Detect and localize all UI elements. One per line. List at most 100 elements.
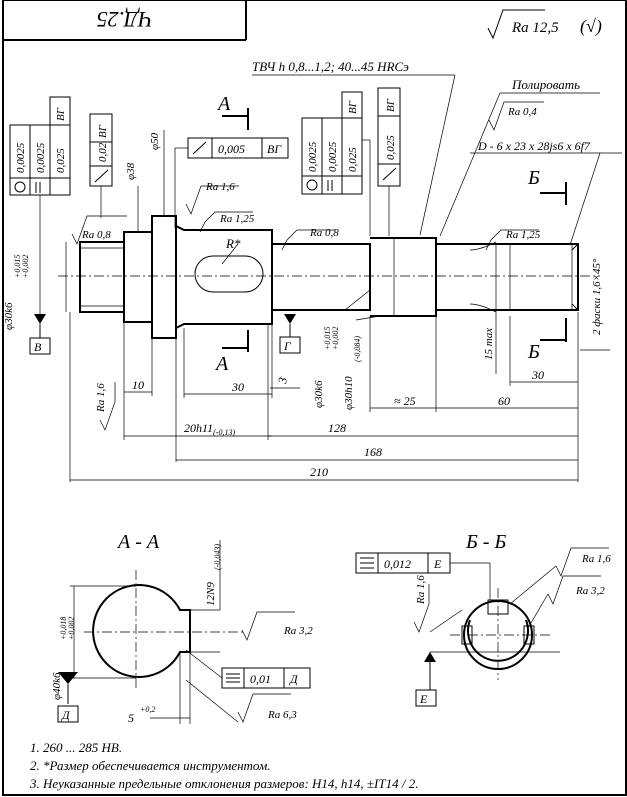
section-mark-b-top: Б: [527, 167, 567, 205]
svg-text:0,02: 0,02: [97, 142, 109, 162]
svg-text:0,005: 0,005: [218, 142, 245, 156]
svg-text:ВГ: ВГ: [55, 107, 67, 121]
datum-g: Г: [279, 314, 301, 354]
svg-text:3: 3: [275, 376, 290, 385]
polish-label: Полировать: [511, 77, 580, 92]
tolerance-frame-mid: 0,0025 0,0025 0,025 ВГ: [301, 91, 371, 236]
section-bb-title: Б - Б: [465, 531, 506, 553]
svg-text:30: 30: [531, 368, 544, 382]
svg-text:Д: Д: [289, 672, 299, 686]
tolerance-frame-d38: 0,02 ВГ: [89, 113, 113, 218]
svg-text:10: 10: [132, 378, 144, 392]
svg-text:Г: Г: [283, 339, 292, 353]
svg-text:Е: Е: [419, 692, 428, 706]
hardening-note: ТВЧ h 0,8...1,2; 40...45 HRCэ: [252, 59, 409, 74]
svg-text:12N9: 12N9: [205, 582, 217, 606]
svg-text:Д: Д: [61, 708, 71, 722]
svg-text:0,025: 0,025: [347, 147, 359, 172]
note-1: 1. 260 ... 285 HB.: [30, 740, 122, 755]
svg-text:128: 128: [328, 421, 346, 435]
dim-d30h10-tol: (-0,084): [353, 336, 362, 362]
roughness-check: (√): [580, 16, 602, 37]
svg-text:0,0025: 0,0025: [327, 141, 339, 172]
dim-d50: φ50: [149, 132, 161, 150]
dim-15max: 15 max: [483, 328, 495, 360]
section-aa: φ40k6 +0,018 +0,002 12N9 (-0,043) Ra 3,2…: [51, 540, 313, 725]
svg-text:Ra 1,25: Ra 1,25: [219, 213, 255, 225]
section-aa-title: А - А: [116, 531, 160, 553]
svg-text:0,025: 0,025: [385, 135, 397, 160]
dim-d38: φ38: [125, 162, 137, 180]
svg-text:0,0025: 0,0025: [35, 142, 47, 173]
section-mark-b-bottom: Б: [527, 318, 567, 363]
svg-text:ВГ: ВГ: [267, 142, 282, 156]
section-mark-a-bottom: А: [214, 330, 249, 375]
svg-text:Е: Е: [433, 557, 442, 571]
svg-text:0,0025: 0,0025: [15, 142, 27, 173]
svg-text:210: 210: [310, 465, 328, 479]
svg-text:Ra 0,8: Ra 0,8: [309, 227, 339, 239]
svg-text:0,0025: 0,0025: [307, 141, 319, 172]
dim-d30k6-mid: φ30k6: [313, 380, 325, 408]
svg-text:В: В: [34, 340, 42, 354]
svg-text:А: А: [216, 93, 231, 115]
svg-text:А: А: [214, 353, 229, 375]
svg-text:Ra 1,6: Ra 1,6: [581, 553, 611, 565]
section-bb: 0,012 Е Ra 1,6 Ra 3,2 Ra 1,6 Е: [355, 547, 611, 707]
svg-text:0,025: 0,025: [55, 148, 67, 173]
svg-text:Б: Б: [527, 341, 540, 363]
note-2: 2. *Размер обеспечивается инструментом.: [30, 758, 271, 773]
radius-label: R*: [225, 236, 241, 251]
dim-d30k6-tol-l: +0,002: [21, 255, 30, 278]
general-roughness: Ra 12,5: [511, 20, 559, 36]
chamfer-note: 2 фаски 1,6×45°: [591, 258, 603, 335]
svg-text:Ra 3,2: Ra 3,2: [575, 585, 605, 597]
svg-text:ВГ: ВГ: [97, 124, 109, 138]
svg-text:30: 30: [231, 380, 244, 394]
dim-d30k6-tol: +0,015: [13, 255, 22, 278]
svg-text:(-0,043): (-0,043): [213, 544, 222, 570]
roughness-marks-view: Ra 0,8 Ra 1,6 Ra 1,25 Ra 0,8 Ra 1,25: [71, 181, 541, 251]
roughness-left-end: Ra 1,6: [95, 382, 116, 431]
ra04-label: Ra 0,4: [507, 106, 537, 118]
dim-d30k6-left: φ30k6: [3, 302, 15, 330]
svg-text:60: 60: [498, 394, 510, 408]
tolerance-frame-d30h: 0,025 ВГ: [377, 87, 401, 236]
svg-text:0,01: 0,01: [250, 672, 271, 686]
svg-text:ВГ: ВГ: [347, 100, 359, 114]
notes: 1. 260 ... 285 HB. 2. *Размер обеспечива…: [29, 740, 418, 791]
svg-text:+0,2: +0,2: [140, 705, 155, 714]
svg-text:≈ 25: ≈ 25: [394, 394, 416, 408]
svg-text:ВГ: ВГ: [385, 98, 397, 112]
shaft-view: R*: [58, 215, 600, 339]
datum-v: В: [29, 230, 51, 355]
horizontal-dims: 10 30 3 ≈ 25 30 60 20h11(-0,13) 128 168 …: [69, 312, 579, 482]
spline-label: D - 6 x 23 x 28js6 x 6f7: [477, 139, 591, 153]
svg-text:Ra 1,25: Ra 1,25: [505, 229, 541, 241]
dim-d30k6-mid-tol-l: +0,002: [331, 327, 340, 350]
svg-text:Ra 1,6: Ra 1,6: [205, 181, 235, 193]
runout-frame: 0,005 ВГ: [174, 137, 289, 228]
dim-20h11: 20h11(-0,13): [184, 421, 235, 437]
svg-text:+0,018: +0,018: [59, 617, 68, 640]
svg-text:5: 5: [128, 711, 134, 725]
svg-text:Ra 3,2: Ra 3,2: [283, 625, 313, 637]
svg-text:Б: Б: [527, 167, 540, 189]
dim-d30k6-mid-tol: +0,015: [323, 327, 332, 350]
dim-d30h10: φ30h10: [343, 376, 355, 410]
svg-text:Ra 0,8: Ra 0,8: [81, 229, 111, 241]
svg-text:Ra 6,3: Ra 6,3: [267, 709, 297, 721]
tolerance-frame-left: 0,0025 0,0025 0,025 ВГ: [9, 96, 71, 230]
roughness-sign: [487, 9, 545, 40]
svg-text:+0,002: +0,002: [67, 617, 76, 640]
svg-text:φ40k6: φ40k6: [51, 672, 63, 700]
note-3: 3. Неуказанные предельные отклонения раз…: [29, 776, 418, 791]
svg-text:168: 168: [364, 445, 382, 459]
stamp-text: ЧД.25: [97, 7, 154, 32]
section-mark-a-top: А: [216, 93, 249, 130]
svg-text:Ra 1,6: Ra 1,6: [95, 383, 107, 413]
svg-text:0,012: 0,012: [384, 557, 411, 571]
svg-text:Ra 1,6: Ra 1,6: [415, 575, 427, 605]
